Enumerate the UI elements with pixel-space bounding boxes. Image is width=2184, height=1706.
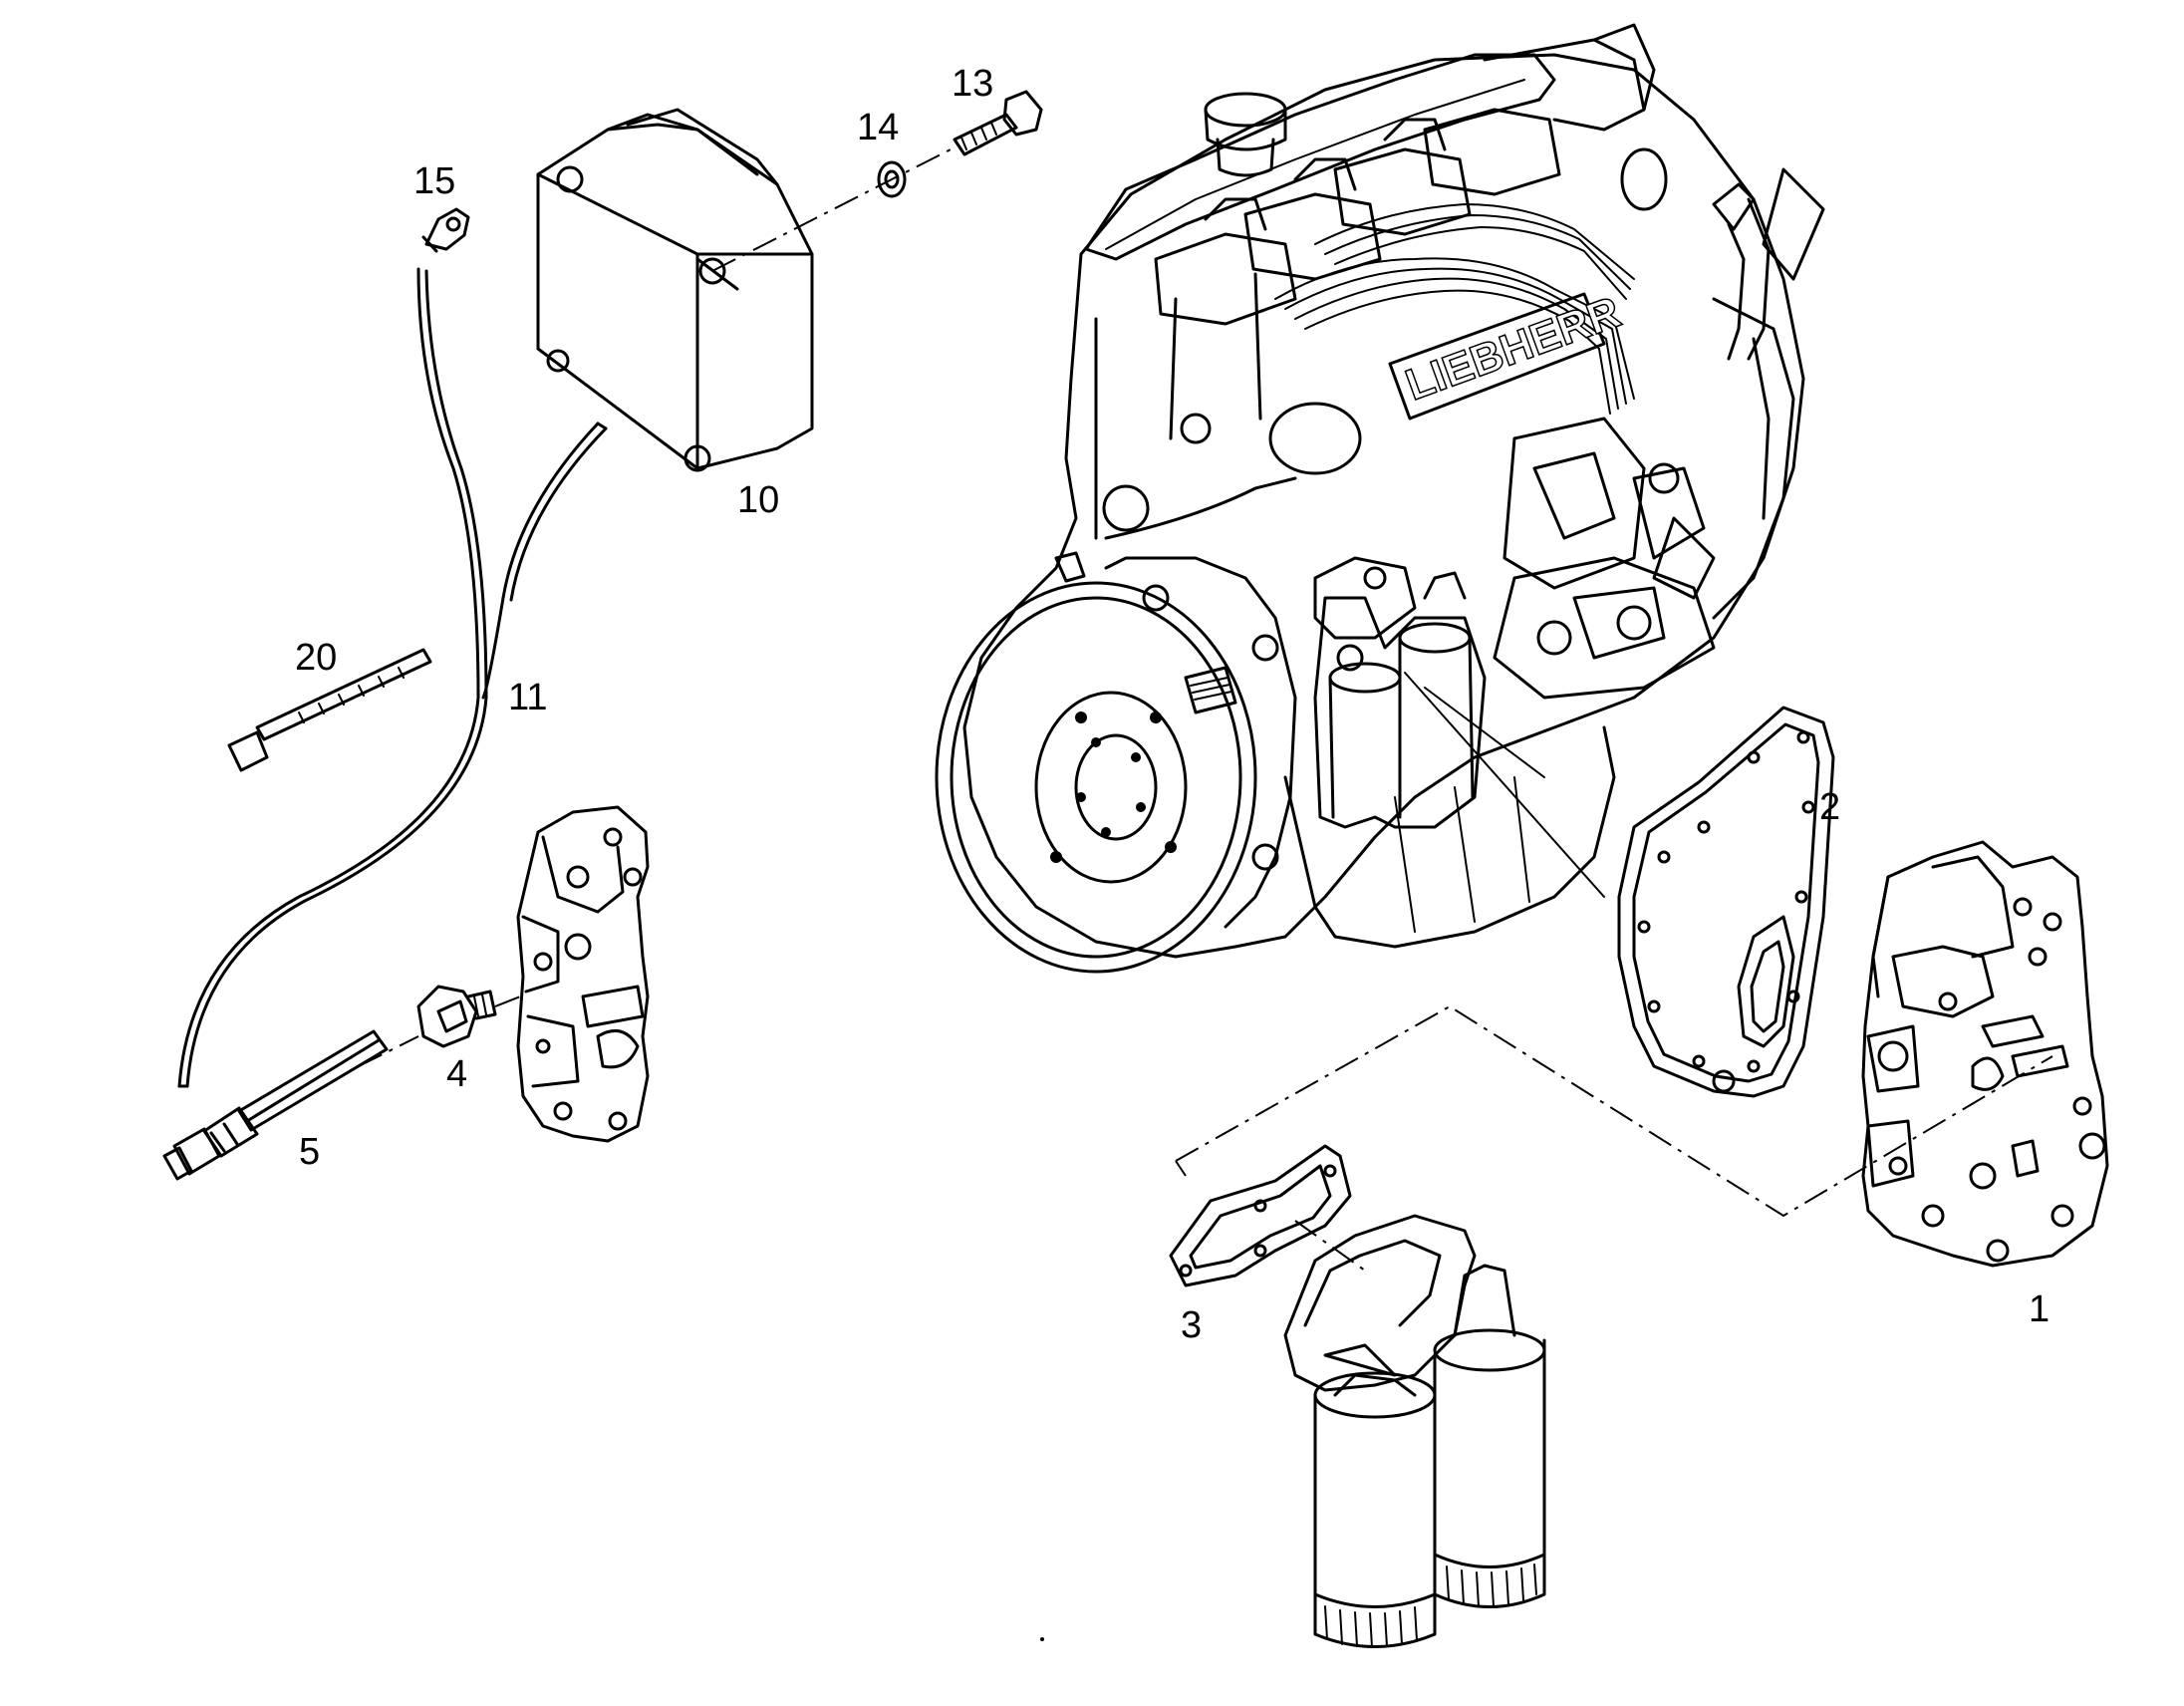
- label-part-5: 5: [299, 1131, 320, 1173]
- leader-cover-assembly: [1175, 1004, 2053, 1218]
- part-15-cable-lug: [421, 207, 470, 253]
- label-part-4: 4: [446, 1053, 467, 1095]
- sensor-housing: [516, 805, 650, 1143]
- leader-filter-to-gasket: [1175, 1160, 1366, 1272]
- part-1-cover: [1861, 840, 2109, 1268]
- oil-filter-assembly: [1283, 1214, 1546, 1648]
- label-part-13: 13: [952, 63, 993, 105]
- leader-box-to-bolt: [711, 146, 956, 272]
- label-part-20: 20: [295, 637, 337, 679]
- part-4-adapter: [416, 985, 497, 1048]
- label-part-1: 1: [2029, 1288, 2049, 1330]
- part-10-control-box: [536, 108, 814, 472]
- part-14-washer: [877, 160, 907, 198]
- label-part-15: 15: [413, 160, 455, 202]
- label-part-2: 2: [1819, 786, 1840, 828]
- part-13-bolt: [953, 90, 1043, 156]
- label-part-10: 10: [737, 479, 779, 521]
- scan-dot: [1040, 1637, 1044, 1641]
- label-part-14: 14: [857, 107, 899, 148]
- engine-assembly: LIEBHERR: [935, 23, 1825, 974]
- part-3-gasket: [1169, 1144, 1352, 1287]
- part-5-sensor: [162, 1029, 389, 1181]
- part-20-cable-tie: [227, 648, 432, 772]
- part-2-gasket: [1617, 706, 1835, 1098]
- part-11-cable: [177, 267, 608, 1088]
- label-part-11: 11: [508, 677, 547, 718]
- label-part-3: 3: [1181, 1304, 1202, 1346]
